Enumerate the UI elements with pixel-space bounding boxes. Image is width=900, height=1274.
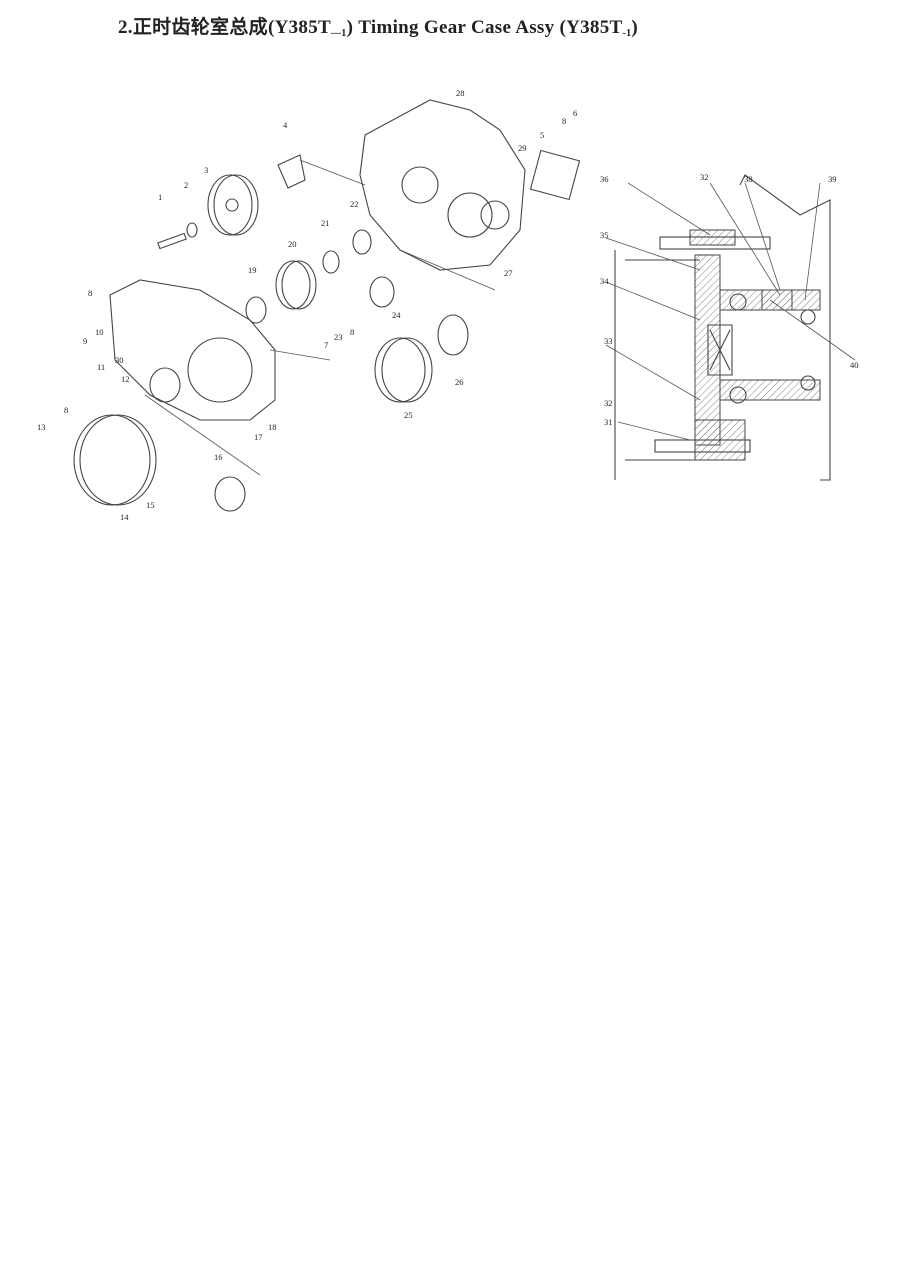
part-label: 24	[392, 310, 401, 320]
gear-3	[207, 174, 253, 236]
section-label: 32	[700, 172, 709, 182]
part-label: 30	[115, 355, 124, 365]
gear-20	[275, 260, 311, 310]
part-label: 29	[518, 143, 527, 153]
part-label: 26	[455, 377, 464, 387]
part-label: 14	[120, 512, 129, 522]
part-label: 19	[248, 265, 257, 275]
seal-16	[214, 476, 246, 512]
section-label: 32	[604, 398, 613, 408]
part-label: 7	[324, 340, 328, 350]
part-label: 5	[540, 130, 544, 140]
front-cover	[109, 279, 276, 421]
gear-case	[359, 99, 526, 271]
part-label: 8	[350, 327, 354, 337]
part-label: 8	[64, 405, 68, 415]
part-label: 23	[334, 332, 343, 342]
section-label: 40	[850, 360, 859, 370]
part-label: 4	[283, 120, 288, 130]
part-label: 11	[97, 362, 105, 372]
section-view	[605, 174, 856, 481]
part-label: 6	[573, 108, 577, 118]
section-label: 38	[744, 174, 753, 184]
part-label: 25	[404, 410, 413, 420]
plate-4	[277, 154, 306, 189]
part-label: 8	[88, 288, 92, 298]
exploded-view	[73, 99, 581, 512]
part-label: 13	[37, 422, 46, 432]
part-label: 17	[254, 432, 263, 442]
part-label: 2	[184, 180, 188, 190]
part-label: 8	[562, 116, 566, 126]
cover-14	[73, 414, 151, 506]
part-label: 16	[214, 452, 223, 462]
title-en: ) Timing Gear Case Assy (Y385T	[346, 17, 623, 38]
section-label: 33	[604, 336, 613, 346]
section-label: 39	[828, 174, 837, 184]
section-label: 35	[600, 230, 609, 240]
title-sub: —1	[330, 28, 347, 39]
gear-25	[374, 337, 426, 403]
part-label: 15	[146, 500, 155, 510]
part-label: 10	[95, 327, 104, 337]
part-label: 28	[456, 88, 465, 98]
part-label: 12	[121, 374, 130, 384]
title-suffix: )	[631, 17, 639, 38]
part-label: 9	[83, 336, 87, 346]
part-label: 21	[321, 218, 330, 228]
part-label: 22	[350, 199, 359, 209]
part-label: 20	[288, 239, 297, 249]
section-label: 36	[600, 174, 609, 184]
section-label: 34	[600, 276, 609, 286]
part-label: 1	[158, 192, 162, 202]
part-label: 18	[268, 422, 277, 432]
title-cn: 2.正时齿轮室总成(Y385T	[118, 17, 331, 38]
section-label: 31	[604, 417, 613, 427]
page-title: 2.正时齿轮室总成(Y385T—1) Timing Gear Case Assy…	[118, 12, 638, 39]
part-label: 3	[204, 165, 208, 175]
plate-5	[529, 149, 581, 201]
title-sub: -1	[622, 28, 632, 39]
part-label: 27	[504, 268, 513, 278]
